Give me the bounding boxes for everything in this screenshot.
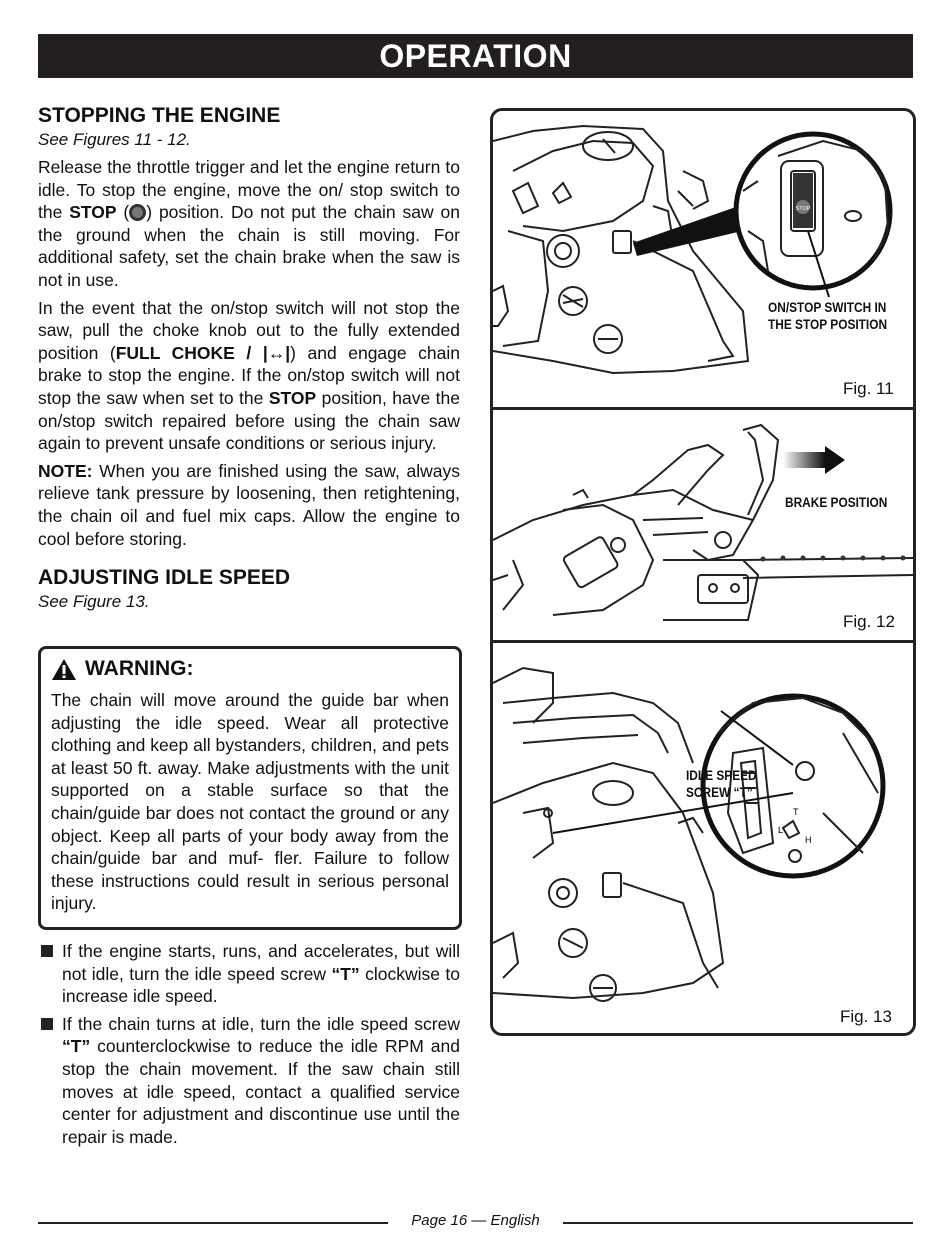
warning-box: WARNING: The chain will move around the …: [38, 646, 462, 930]
note-paragraph: NOTE: When you are finished using the sa…: [38, 460, 460, 549]
mark-t-text: T: [793, 807, 799, 817]
bullet-square-icon: [41, 1017, 53, 1030]
chainsaw-switch-illustration: STOP: [493, 124, 893, 375]
figure-reference: See Figures 11 - 12.: [38, 130, 191, 149]
footer-rule: [38, 1222, 388, 1224]
page-footer: Page 16 — English: [38, 1210, 913, 1234]
figure-divider: [493, 407, 913, 410]
fig13-callout: IDLE SPEED SCREW “T”: [686, 768, 757, 800]
list-item: If the engine starts, runs, and accelera…: [38, 940, 460, 1008]
page-banner: OPERATION: [38, 34, 913, 78]
page-number: Page 16 — English: [411, 1212, 540, 1229]
section-heading-idle: ADJUSTING IDLE SPEED: [38, 566, 291, 590]
bullet-square-icon: [41, 945, 53, 957]
warning-text: The chain will move around the guide bar…: [51, 690, 449, 914]
list-item: If the chain turns at idle, turn the idl…: [38, 1013, 460, 1149]
stop-icon: [129, 204, 147, 222]
bullet-list: If the engine starts, runs, and accelera…: [38, 940, 460, 1153]
figure-12: BRAKE POSITION Fig. 12: [493, 410, 913, 640]
fig12-label: Fig. 12: [843, 612, 895, 631]
paragraph: In the event that the on/stop switch wil…: [38, 297, 461, 454]
section-heading-stopping: STOPPING THE ENGINE: [38, 104, 281, 127]
chainsaw-brake-illustration: [493, 423, 913, 621]
figure-13: T L H IDLE SPEED SCREW “T” Fig. 13: [493, 643, 913, 1033]
fig11-label: Fig. 11: [843, 379, 894, 398]
left-column: STOPPING THE ENGINE See Figures 11 - 12.…: [38, 103, 460, 618]
fig11-callout: ON/STOP SWITCH IN THE STOP POSITION: [768, 300, 888, 332]
fig13-label: Fig. 13: [840, 1007, 892, 1026]
warning-triangle-icon: [52, 658, 76, 680]
switch-stop-text: STOP: [796, 206, 811, 212]
figure-reference: See Figure 13.: [38, 592, 150, 612]
mark-h-text: H: [805, 835, 812, 845]
figure-11: STOP ON/STOP SWITCH IN THE STOP POSITION…: [493, 111, 913, 407]
figure-divider: [493, 640, 913, 643]
warning-header: WARNING:: [51, 657, 449, 681]
footer-rule: [563, 1222, 913, 1224]
full-choke-icon: |↔|: [262, 342, 291, 363]
mark-l-text: L: [778, 825, 783, 835]
paragraph: Release the throttle trigger and let the…: [38, 157, 460, 290]
fig12-callout: BRAKE POSITION: [785, 495, 888, 510]
figures-panel: STOP ON/STOP SWITCH IN THE STOP POSITION…: [490, 108, 916, 1036]
chainsaw-idle-screw-illustration: T L H: [493, 666, 886, 1002]
